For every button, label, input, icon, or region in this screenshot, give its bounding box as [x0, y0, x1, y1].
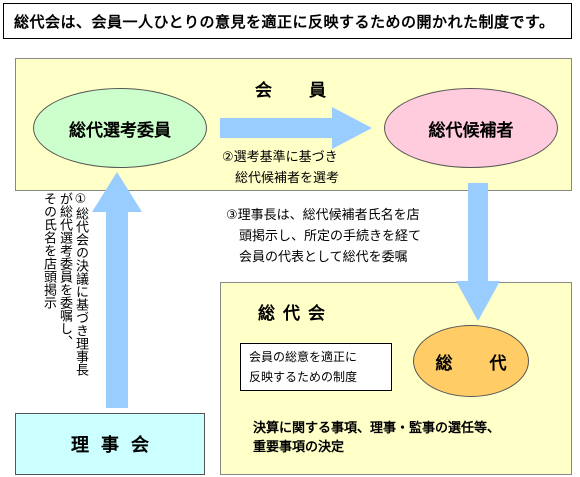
candidate-label: 総代候補者	[428, 120, 514, 141]
step-2-note: ②選考基準に基づき 総代候補者を選考	[222, 150, 340, 186]
title-box: 総代会は、会員一人ひとりの意見を適正に反映するための開かれた制度です。	[3, 3, 572, 39]
step-1-note: ①総代会の決議に基づき理事長 が総代選考委員を委嘱し、 その氏名を店頭掲示	[41, 192, 88, 376]
committee-label: 総代選考委員	[69, 120, 171, 141]
board-box: 理事会	[15, 413, 205, 475]
arrow-committee-to-candidate	[220, 107, 372, 149]
arrow-board-to-committee	[92, 172, 142, 408]
step-3-note: ③理事長は、総代候補者氏名を店 頭掲示し、所定の手続きを経て 会員の代表として総…	[226, 208, 422, 265]
arrow-candidate-to-delegate	[456, 183, 500, 321]
committee-node: 総代選考委員	[33, 88, 207, 168]
delegate-label: 総 代	[435, 353, 517, 374]
member-heading: 会 員	[255, 81, 336, 101]
purpose-box: 会員の総意を適正に 反映するための制度	[240, 343, 392, 391]
page-title: 総代会は、会員一人ひとりの意見を適正に反映するための開かれた制度です。	[14, 12, 555, 31]
duties-text: 決算に関する事項、理事・監事の選任等、 重要事項の決定	[253, 421, 501, 455]
assembly-heading: 総代会	[258, 304, 333, 324]
board-label: 理事会	[71, 435, 161, 456]
delegate-node: 総 代	[413, 325, 529, 397]
candidate-node: 総代候補者	[384, 88, 558, 168]
